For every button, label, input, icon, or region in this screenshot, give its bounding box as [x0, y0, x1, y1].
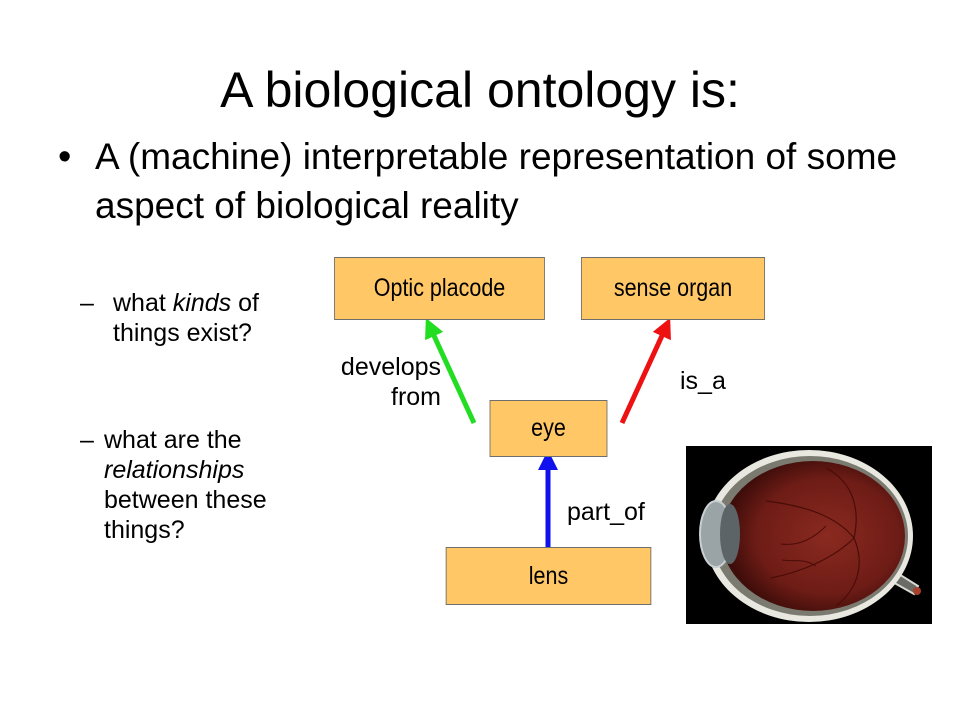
develops-from-label-line1: develops — [340, 353, 441, 381]
subpoint-relationships-line4: things? — [104, 516, 185, 544]
eye-anatomy-image — [686, 446, 932, 624]
is-a-label: is_a — [680, 367, 726, 395]
subpoint-kinds-marker: – — [80, 289, 94, 317]
node-sense-organ: sense organ — [580, 257, 766, 320]
subpoint-kinds-line2: things exist? — [113, 319, 252, 347]
subpoint-kinds-emphasis: kinds — [172, 289, 232, 317]
eye-cross-section-illustration — [699, 450, 921, 622]
develops-from-label-line2: from — [391, 383, 441, 411]
bullet-marker: • — [58, 136, 72, 178]
subpoint-relationships-line1: what are the — [104, 426, 242, 454]
subpoint-kinds-before: what — [113, 289, 173, 317]
subpoint-kinds-line1: what kinds of — [113, 288, 313, 318]
node-lens: lens — [445, 547, 652, 605]
subpoint-kinds: what kinds of things exist? — [113, 288, 313, 348]
subpoint-relationships-line3: between these — [104, 486, 267, 514]
subpoint-kinds-after: of — [231, 289, 259, 317]
subpoint-relationships-marker: – — [80, 426, 94, 454]
slide-title: A biological ontology is: — [220, 62, 740, 118]
develops-from-arrow — [425, 317, 477, 425]
part-of-label: part_of — [567, 498, 645, 526]
subpoint-relationships-emphasis: relationships — [104, 456, 245, 484]
node-optic-placode: Optic placode — [334, 257, 545, 320]
is-a-arrow — [619, 317, 671, 425]
develops-from-label: develops from — [318, 352, 441, 412]
subpoint-relationships: what are the relationships between these… — [104, 425, 324, 545]
node-eye: eye — [489, 400, 608, 457]
bullet-text: A (machine) interpretable representation… — [95, 136, 898, 226]
